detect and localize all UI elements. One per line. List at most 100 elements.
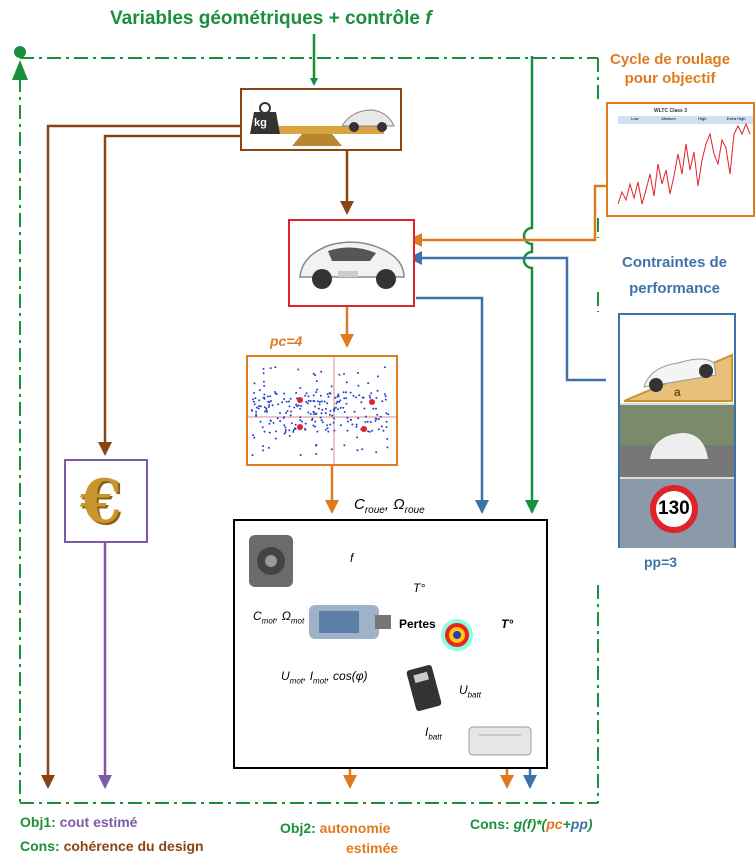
- speed-limit-image: 130: [620, 479, 734, 548]
- scatter-point: [262, 396, 265, 399]
- scatter-point: [313, 413, 315, 415]
- drive-cycle-chart-title: WLTC Class 3: [654, 108, 687, 114]
- scatter-point: [274, 430, 277, 433]
- clustering-box: [246, 355, 398, 466]
- scatter-point: [263, 430, 266, 433]
- scatter-point: [376, 413, 379, 416]
- scatter-point: [338, 400, 341, 403]
- scatter-point: [315, 412, 318, 415]
- scatter-point: [267, 406, 270, 408]
- battery-voltage-label: Ubatt: [459, 683, 482, 700]
- scatter-point: [375, 407, 377, 410]
- scatter-point: [362, 396, 365, 399]
- scatter-point: [357, 417, 360, 420]
- scatter-point: [316, 388, 319, 391]
- slope-image: a: [620, 315, 734, 403]
- slope-angle-label: a: [674, 385, 681, 399]
- scatter-point: [375, 397, 378, 399]
- scatter-point: [336, 395, 339, 398]
- scatter-point: [258, 389, 261, 392]
- scatter-point: [281, 401, 284, 404]
- scatter-point: [294, 427, 297, 430]
- scatter-point: [253, 403, 256, 406]
- scale-illustration: [250, 102, 395, 146]
- scatter-point: [268, 404, 271, 406]
- scatter-point: [363, 407, 366, 410]
- pc-label: pc=4: [270, 333, 303, 349]
- scatter-point: [332, 421, 335, 424]
- obj2-label-line2: estimée: [346, 840, 399, 856]
- scatter-point: [375, 451, 378, 454]
- scatter-point: [315, 391, 318, 394]
- scatter-point: [381, 400, 384, 403]
- scatter-point: [327, 430, 330, 433]
- scatter-point: [333, 429, 336, 432]
- scatter-point: [279, 412, 281, 415]
- scatter-point: [268, 422, 271, 425]
- scatter-point: [305, 401, 308, 403]
- scatter-point: [356, 449, 359, 452]
- scatter-point: [270, 400, 272, 402]
- scatter-point: [304, 422, 307, 425]
- scatter-point: [320, 400, 323, 403]
- scatter-point: [252, 398, 254, 401]
- drive-cycle-trace: [617, 122, 751, 205]
- drive-cycle-phases: Low Medium High Extra High: [618, 116, 753, 124]
- scatter-point: [334, 396, 337, 399]
- scatter-point: [337, 408, 340, 411]
- scatter-point: [255, 406, 258, 409]
- scatter-point: [262, 380, 265, 383]
- scatter-point: [283, 392, 286, 395]
- scatter-point: [253, 382, 256, 385]
- scatter-point: [377, 418, 380, 421]
- scatter-point: [346, 429, 349, 432]
- battery-current-label: Ibatt: [425, 725, 442, 742]
- scatter-point: [266, 395, 269, 398]
- scatter-point: [352, 394, 355, 397]
- scatter-point: [387, 413, 390, 416]
- scatter-point: [384, 366, 386, 369]
- scatter-point: [346, 416, 349, 419]
- scatter-point: [355, 425, 358, 428]
- scatter-point: [333, 417, 336, 420]
- scatter-point: [288, 429, 291, 432]
- scatter-point: [266, 410, 268, 413]
- scatter-point: [385, 412, 388, 415]
- scatter-point: [305, 392, 308, 395]
- scatter-point: [372, 407, 375, 410]
- scatter-point: [262, 372, 265, 375]
- loop-boundary: [19, 57, 599, 804]
- scatter-point: [268, 431, 271, 434]
- scatter-point: [383, 393, 386, 396]
- speed-limit-value: 130: [658, 498, 690, 519]
- scatter-point: [304, 394, 307, 397]
- scatter-point: [306, 402, 309, 405]
- scatter-point: [272, 421, 275, 424]
- scatter-point: [335, 402, 338, 405]
- scatter-point: [290, 422, 293, 425]
- scatter-point: [267, 446, 270, 449]
- motor-icon: [309, 605, 391, 639]
- scatter-point: [264, 410, 266, 413]
- scatter-point: [314, 374, 317, 377]
- scatter-point: [315, 380, 318, 383]
- scatter-point: [295, 391, 298, 394]
- scatter-point: [276, 417, 279, 420]
- scatter-point: [318, 401, 321, 403]
- scatter-point: [324, 428, 327, 431]
- scatter-point: [314, 420, 317, 423]
- scatter-point: [312, 372, 315, 375]
- loop-start-icon: [12, 46, 28, 80]
- vehicle-box: [288, 219, 415, 307]
- scatter-point: [333, 409, 336, 412]
- scatter-point: [326, 402, 329, 405]
- scatter-point: [343, 372, 345, 375]
- scatter-point: [274, 437, 277, 440]
- scatter-point: [289, 397, 292, 400]
- scatter-point: [326, 393, 329, 396]
- scatter-point: [336, 400, 339, 403]
- scatter-point: [384, 398, 387, 401]
- losses-label: Pertes: [399, 617, 436, 631]
- scatter-point: [312, 399, 315, 402]
- scatter-point: [311, 419, 313, 421]
